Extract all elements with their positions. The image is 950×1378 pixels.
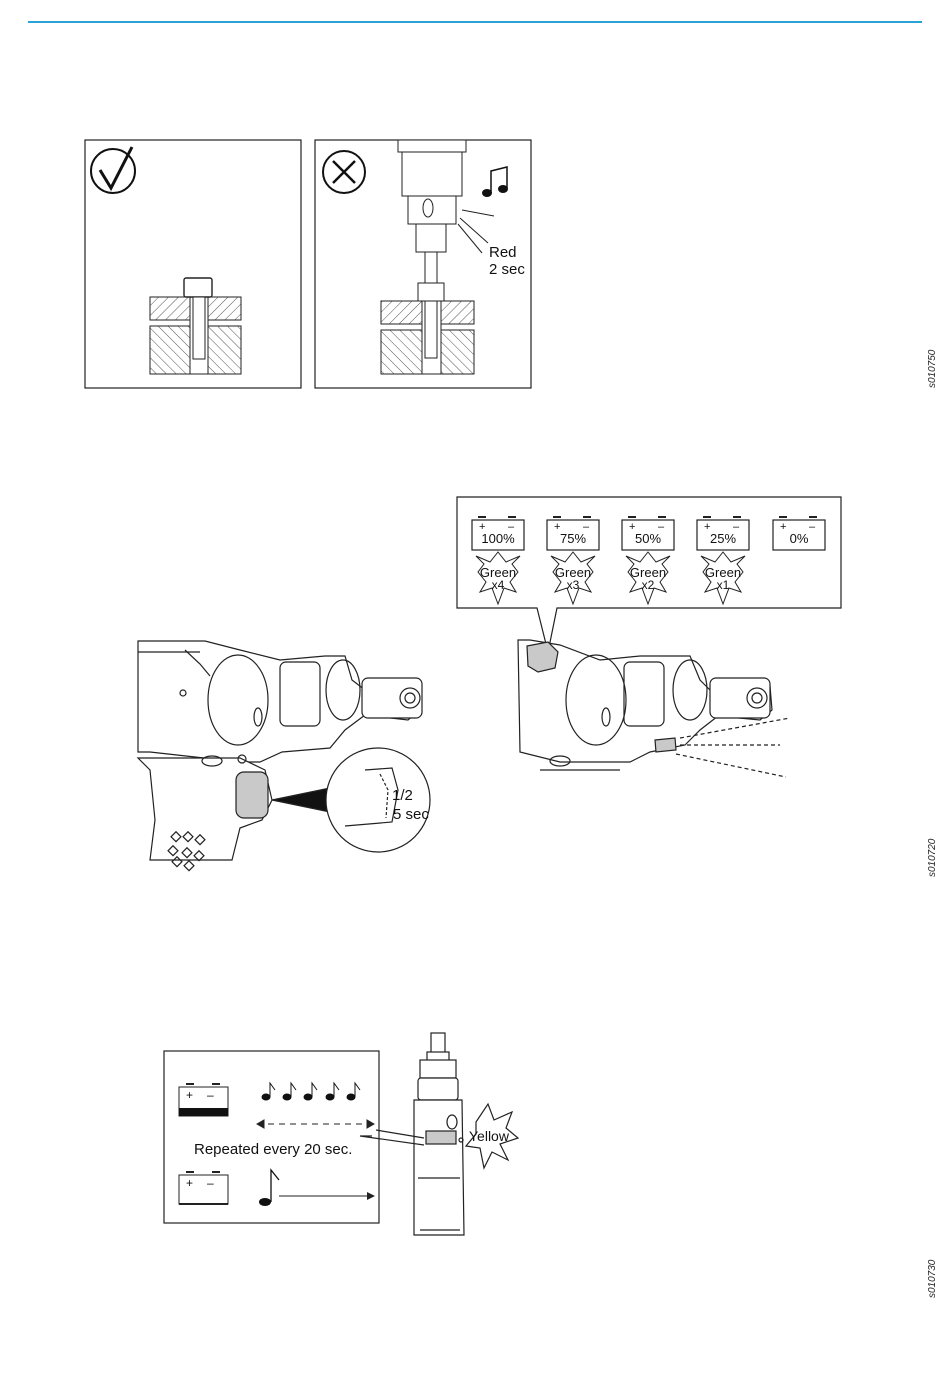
svg-text:–: –	[207, 1088, 214, 1102]
checkmark-circle-icon	[91, 147, 135, 193]
flash-count: x2	[642, 578, 655, 592]
tool-right	[518, 640, 790, 777]
press-fraction: 1/2	[392, 787, 413, 804]
battery-percent: 100%	[481, 531, 515, 546]
svg-text:+: +	[780, 521, 786, 533]
figure2-code: s010720	[927, 839, 938, 877]
battery-empty-icon: + –	[179, 1172, 228, 1204]
battery-percent: 25%	[710, 531, 736, 546]
flash-count: x4	[492, 578, 505, 592]
cross-circle-icon	[323, 151, 365, 193]
flash-count: x1	[717, 578, 730, 592]
battery-low-icon: + –	[179, 1084, 228, 1116]
workpiece-wrong	[381, 301, 474, 374]
battery-level-4: + –0%	[773, 517, 825, 550]
screwdriver-nose	[398, 140, 466, 301]
battery-percent: 50%	[635, 531, 661, 546]
figure1-correct-panel	[85, 140, 301, 388]
svg-text:–: –	[207, 1176, 214, 1190]
figure1-code: s010750	[927, 350, 938, 388]
workpiece-correct	[150, 278, 241, 374]
indicator-color: Yellow	[469, 1128, 510, 1144]
svg-text:–: –	[809, 521, 816, 533]
battery-percent: 0%	[790, 531, 809, 546]
label-duration: 2 sec	[489, 261, 525, 278]
svg-text:+: +	[186, 1088, 193, 1102]
figure3-code: s010730	[927, 1260, 938, 1298]
battery-percent: 75%	[560, 531, 586, 546]
svg-text:+: +	[186, 1176, 193, 1190]
flash-count: x3	[567, 578, 580, 592]
figure1-wrong-panel: Red 2 sec	[315, 140, 531, 388]
label-red: Red	[489, 244, 517, 261]
low-battery-panel: + – Repeated every 20 sec. + –	[164, 1051, 379, 1223]
press-duration: 5 sec	[393, 806, 429, 823]
music-notes-icon	[482, 167, 508, 197]
repeat-text: Repeated every 20 sec.	[194, 1141, 352, 1158]
tool-left	[138, 641, 430, 871]
